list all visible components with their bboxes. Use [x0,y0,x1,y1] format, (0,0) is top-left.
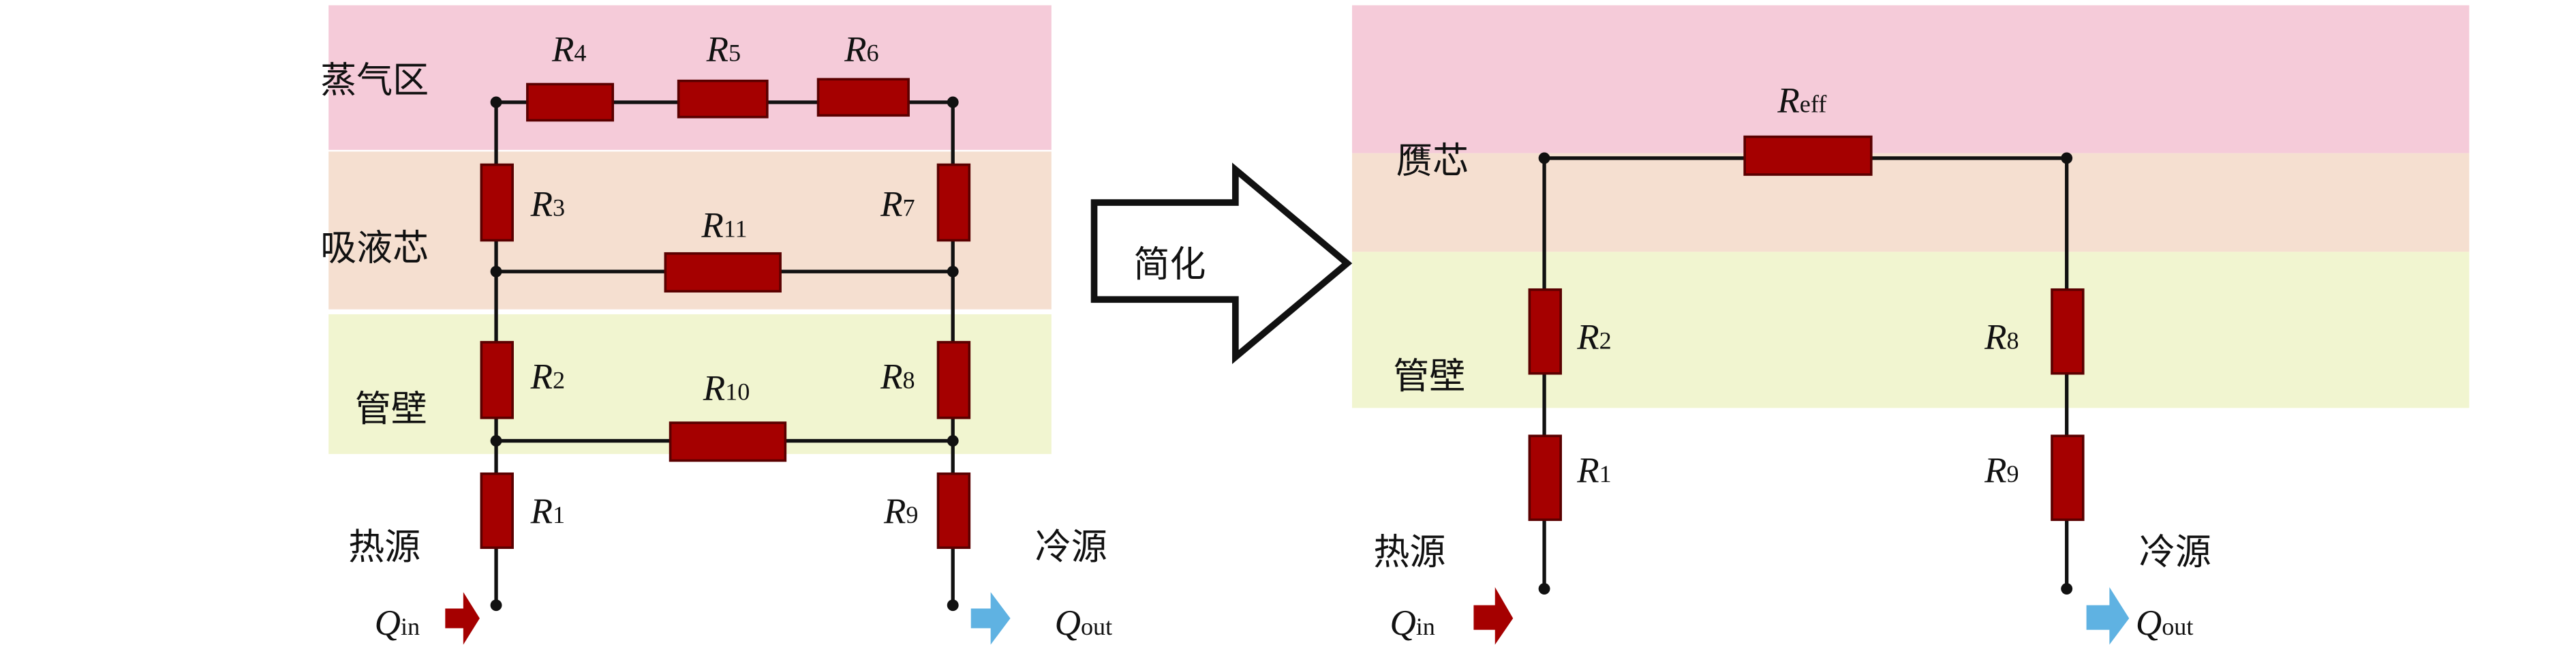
label-r2: R2 [1576,318,1611,357]
resistor-r1 [1528,434,1562,522]
simplified-network: 赝芯 管壁 Reff R2 R8 R1 R9 热源 Qin 冷源 Qout [1352,5,2470,645]
cold-source-label: 冷源 [1035,526,1107,568]
label-r9: R9 [1984,451,2019,490]
heat-source-label: 热源 [1373,530,1445,573]
zone-label-wall: 管壁 [355,388,427,430]
label-r9: R9 [883,492,918,531]
zone-label-wick: 吸液芯 [320,226,429,269]
resistor-r2 [480,341,514,419]
zone-label-wall: 管壁 [1393,355,1465,397]
wall-zone-band [1352,252,2470,408]
resistor-r9 [936,472,971,550]
simplify-arrow: 简化 [1090,162,1353,364]
q-in-label: Qin [375,603,420,643]
resistor-r10 [669,421,787,462]
label-r5: R5 [706,30,741,70]
nodes [490,96,959,612]
right-arrow-icon [1090,162,1353,364]
label-r1: R1 [1576,451,1611,490]
resistor-reff [1743,135,1873,176]
resistor-r5 [677,79,769,119]
heat-source-label: 热源 [348,526,420,568]
full-network: 蒸气区 吸液芯 管壁 R4 R5 R6 R3 R7 R11 R2 R8 R10 [320,5,1112,645]
label-r11: R11 [701,206,747,245]
label-r3: R3 [530,184,565,224]
vapor-zone-band [1352,5,2470,153]
resistor-r2 [1528,288,1562,375]
zone-label-vapor: 蒸气区 [320,59,429,101]
label-r8: R8 [880,357,915,396]
resistor-r3 [480,163,514,242]
label-r7: R7 [880,184,915,224]
resistor-r11 [664,252,782,293]
resistor-r7 [936,163,971,242]
simplify-label: 简化 [1133,243,1206,286]
heat-in-arrow-icon [445,592,480,645]
resistor-r8 [2051,288,2085,375]
resistor-r1 [480,472,514,550]
q-out-label: Qout [2136,603,2194,643]
cold-source-label: 冷源 [2139,530,2211,573]
label-r2: R2 [530,357,565,396]
resistor-r6 [816,78,910,117]
q-out-label: Qout [1055,603,1113,643]
resistor-r4 [526,82,615,122]
heat-in-arrow-icon [1473,587,1514,645]
label-r4: R4 [551,30,586,70]
label-reff: Reff [1777,80,1827,120]
heat-out-arrow-icon [970,592,1011,645]
resistor-r9 [2051,434,2085,522]
label-r10: R10 [703,368,750,408]
vapor-zone-band [328,5,1052,150]
label-r8: R8 [1984,318,2019,357]
wick-zone-band [1352,153,2470,252]
q-in-label: Qin [1390,603,1435,643]
resistor-r8 [936,341,971,419]
zone-label-pseudo-wick: 赝芯 [1396,140,1469,182]
label-r6: R6 [844,30,878,70]
nodes [1538,152,2073,595]
heat-out-arrow-icon [2086,587,2130,645]
label-r1: R1 [530,492,565,531]
